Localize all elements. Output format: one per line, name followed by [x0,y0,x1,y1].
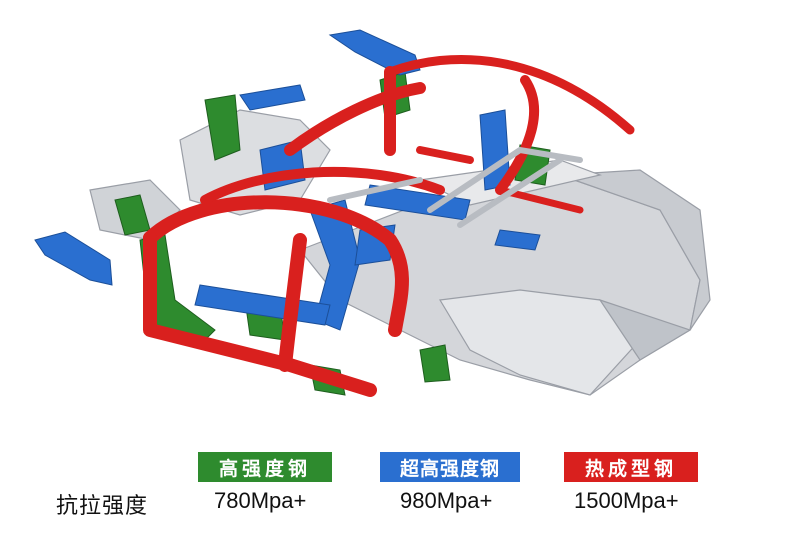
blue-parts [34,29,541,331]
red-parts [143,54,635,397]
badge-high-strength-steel: 高强度钢 [198,452,332,482]
value-high-strength-steel: 780Mpa+ [214,488,307,513]
roof-rails [327,146,583,228]
value-hot-formed-steel: 1500Mpa+ [574,488,679,513]
badge-hot-formed-steel: 热成型钢 [564,452,698,482]
car-body-in-white-diagram [34,29,711,397]
badge-ultra-high-strength-steel: 超高强度钢 [380,452,520,482]
value-ultra-high-strength-steel: 980Mpa+ [400,488,493,513]
tensile-strength-label: 抗拉强度 [56,494,149,519]
